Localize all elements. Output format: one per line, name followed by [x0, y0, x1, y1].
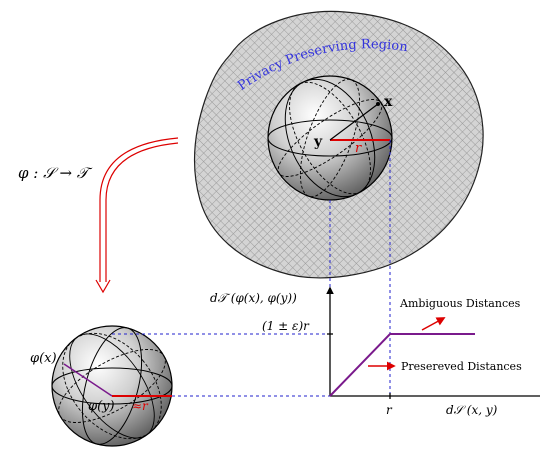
- top-point-x: x: [384, 94, 393, 110]
- plot-xlabel: d𝒮 (x, y): [446, 403, 498, 417]
- distance-curve: [329, 333, 475, 397]
- map-label: φ : 𝒮 → 𝒯: [18, 164, 93, 182]
- ambiguous-arrow: [421, 317, 446, 331]
- plot-ylabel: d𝒯 (φ(x), φ(y)): [210, 291, 297, 305]
- legend-ambiguous: Ambiguous Distances: [399, 297, 521, 310]
- bottom-radius-label: ≈r: [132, 399, 149, 413]
- plot-axes: [326, 286, 540, 399]
- top-point-y: y: [313, 134, 323, 150]
- bottom-sphere: [51, 325, 173, 447]
- top-sphere: [267, 75, 393, 201]
- plot-ytick: (1 ± ε)r: [262, 319, 310, 333]
- plot-xtick: r: [386, 403, 393, 417]
- top-radius-label: r: [355, 141, 362, 156]
- legend-preserved: Presereved Distances: [401, 360, 522, 373]
- mapping-arrow: [95, 137, 179, 294]
- bottom-point-phi-x: φ(x): [30, 351, 57, 366]
- bottom-point-phi-y: φ(y): [88, 399, 115, 414]
